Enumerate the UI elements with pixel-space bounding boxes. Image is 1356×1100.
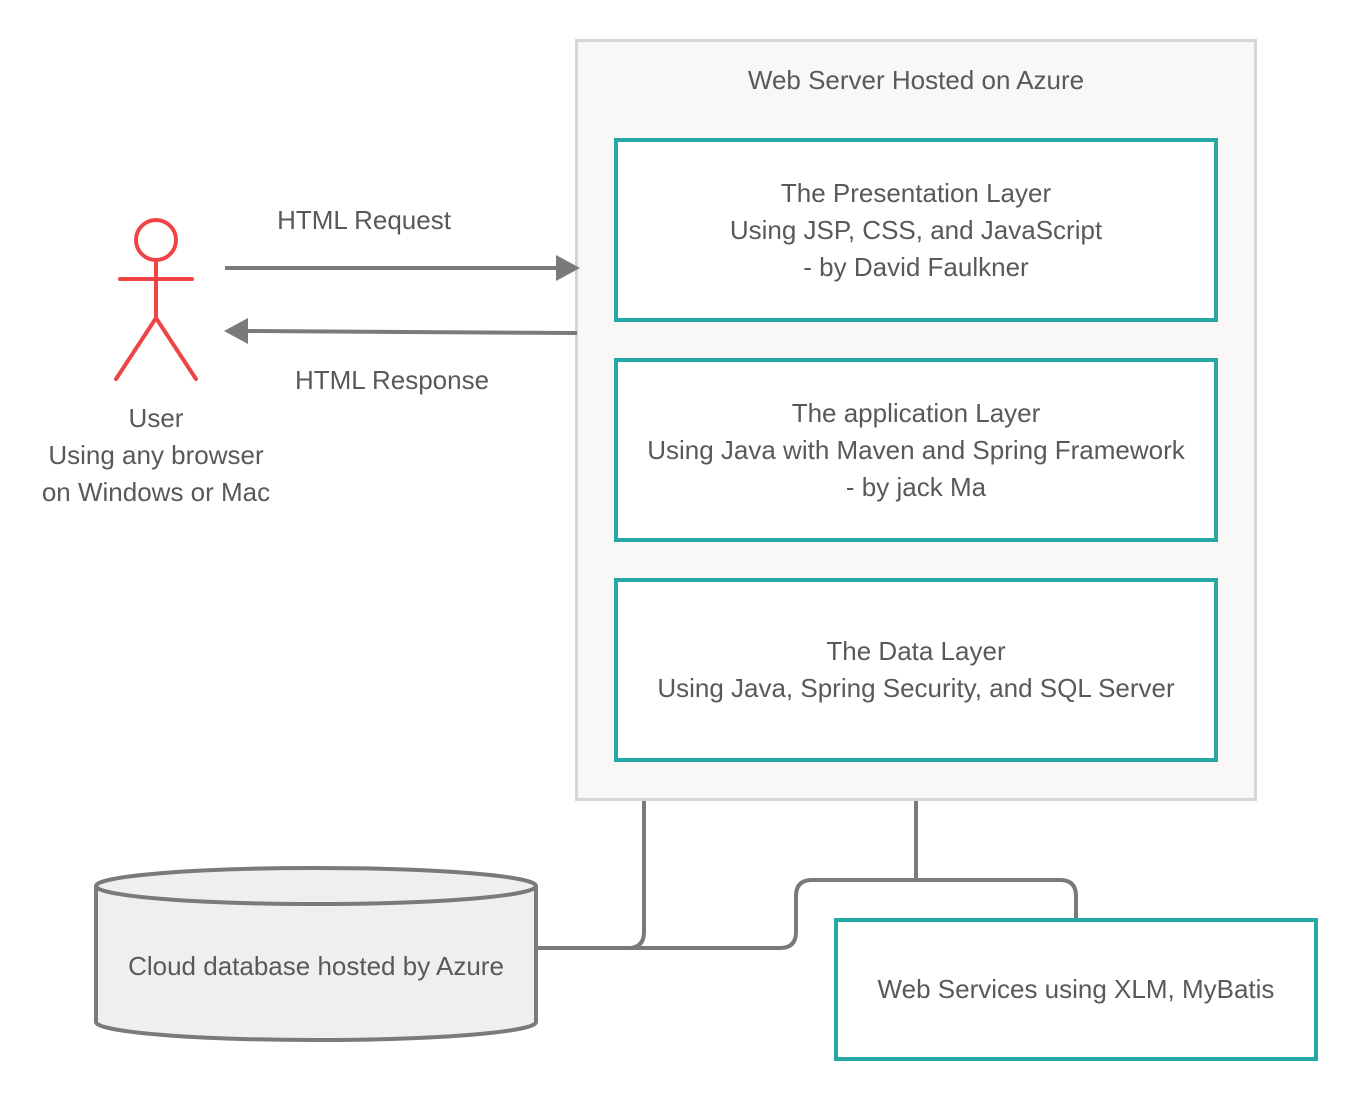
presentation-layer-tech: Using JSP, CSS, and JavaScript [729, 214, 1103, 245]
response-arrow [224, 318, 578, 344]
web-services-box: Web Services using XLM, MyBatis [834, 918, 1318, 1061]
request-arrow [225, 255, 580, 281]
web-server-title: Web Server Hosted on Azure [747, 65, 1085, 95]
web-services-label: Web Services using XLM, MyBatis [877, 974, 1275, 1004]
presentation-layer-author: - by David Faulkner [803, 251, 1029, 282]
application-layer-box: The application Layer Using Java with Ma… [614, 358, 1218, 542]
data-layer-box: The Data Layer Using Java, Spring Securi… [614, 578, 1218, 762]
server-to-database-connector [536, 801, 646, 950]
user-actor-icon [114, 218, 198, 381]
user-browser-note: Using any browser [48, 440, 264, 470]
presentation-layer-box: The Presentation Layer Using JSP, CSS, a… [614, 138, 1218, 322]
user-name: User [128, 403, 184, 433]
application-layer-title: The application Layer [791, 397, 1041, 428]
user-label: User Using any browser on Windows or Mac [16, 400, 296, 511]
application-layer-author: - by jack Ma [845, 471, 987, 502]
data-layer-title: The Data Layer [826, 636, 1006, 666]
application-layer-tech: Using Java with Maven and Spring Framewo… [647, 434, 1185, 465]
request-label: HTML Request [277, 205, 451, 235]
user-os-note: on Windows or Mac [41, 477, 271, 507]
presentation-layer-title: The Presentation Layer [780, 177, 1052, 208]
data-layer-tech: Using Java, Spring Security, and SQL Ser… [657, 673, 1175, 703]
database-label: Cloud database hosted by Azure [128, 951, 504, 981]
response-label: HTML Response [294, 365, 490, 395]
